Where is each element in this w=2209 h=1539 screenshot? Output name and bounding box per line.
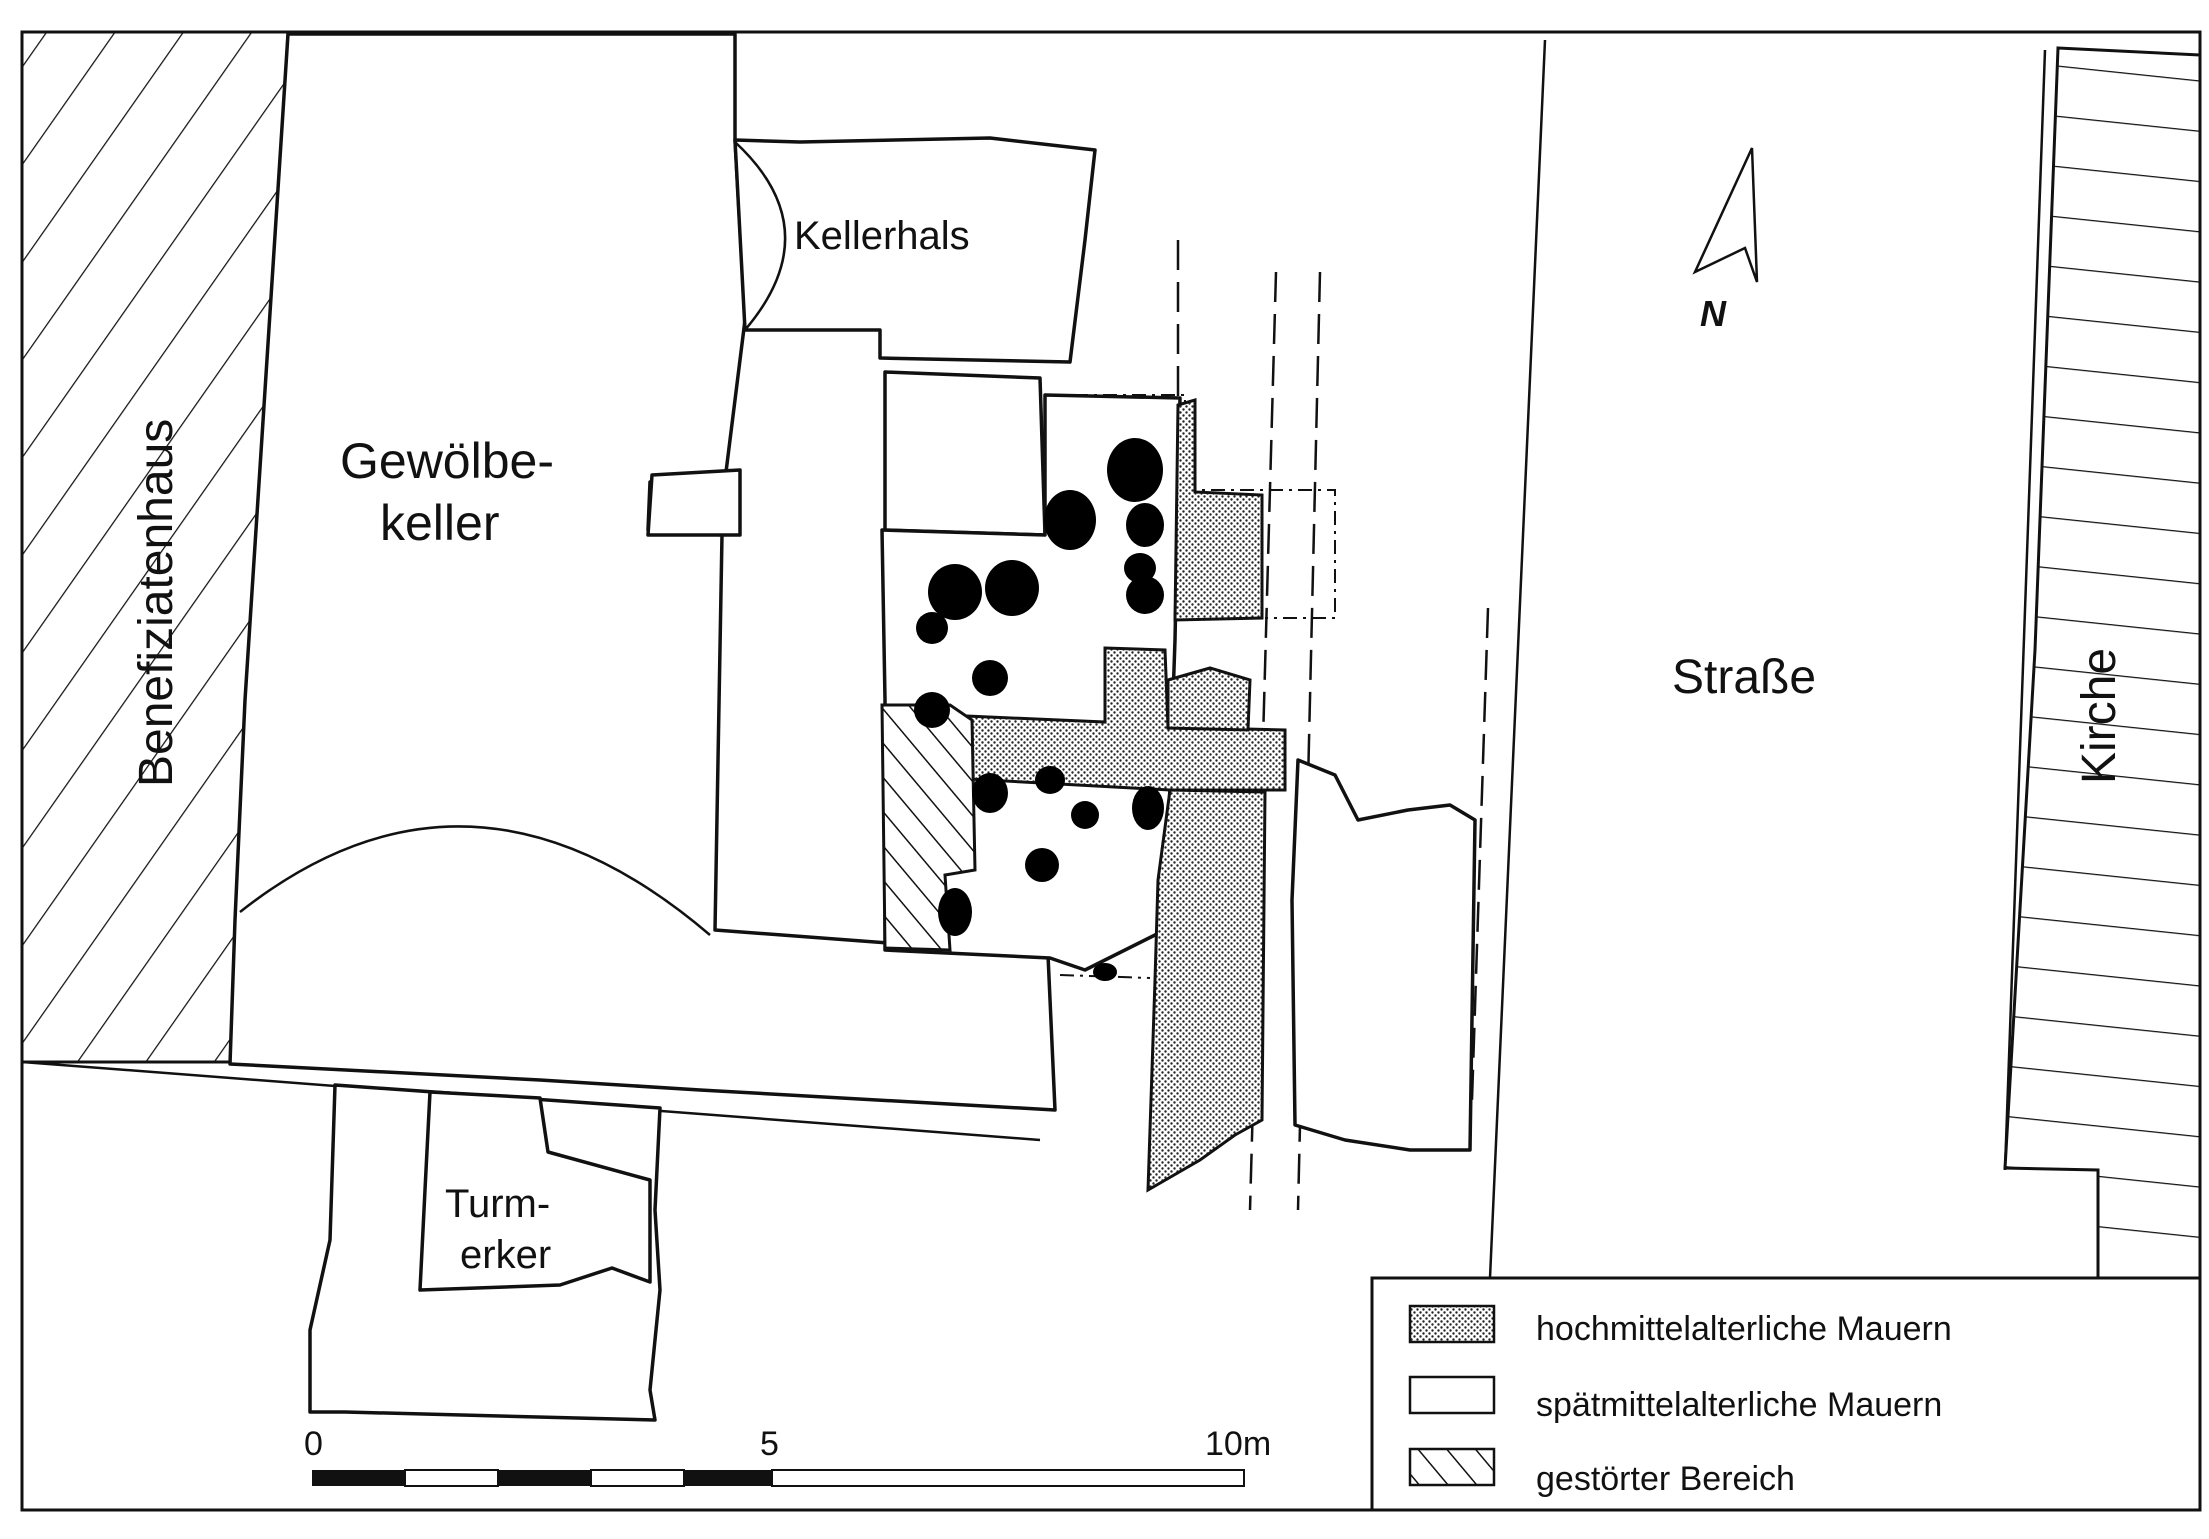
postholes [914,438,1164,981]
posthole [972,660,1008,696]
legend-swatch-hatch [1408,1447,1496,1487]
legend-label-1: hochmittelalterliche Mauern [1536,1310,1952,1348]
posthole [928,564,982,620]
north-arrow: N [1692,147,1759,334]
scale-bar: 0 5 10m [304,1425,1271,1487]
medieval-wall-long [1146,788,1267,1193]
label-gewoelbekeller-1: Gewölbe- [340,433,554,489]
posthole [1093,963,1117,981]
annex-small [646,468,742,537]
label-kellerhals: Kellerhals [794,214,970,258]
medieval-wall-knob [1166,666,1252,732]
scale-seg-3 [498,1470,591,1486]
scale-seg-5 [684,1470,772,1486]
posthole [1124,553,1156,583]
posthole [1107,438,1163,502]
posthole [1132,786,1164,830]
north-label: N [1700,293,1727,334]
label-turmerker-2: erker [460,1233,551,1277]
medieval-wall-upper [1173,397,1264,622]
turmerker-inner [418,1090,652,1292]
posthole [1035,766,1065,794]
scale-seg-6 [771,1469,1245,1487]
legend-label-3: gestörter Bereich [1536,1460,1795,1498]
room-east [1290,758,1477,1152]
street-edge-west [1488,39,1547,1279]
legend-label-2: spätmittelalterliche Mauern [1536,1386,1942,1424]
kirche-building [2003,46,2200,1282]
label-kirche: Kirche [2073,648,2126,784]
north-arrow-shape [1692,147,1759,283]
room-upper-middle [883,370,1047,537]
scale-seg-1 [312,1470,405,1486]
scale-seg-2 [404,1469,499,1487]
scale-tick-5: 5 [760,1425,779,1463]
excavation-outline-1 [1045,394,1336,619]
label-gewoelbekeller-2: keller [380,495,499,551]
street-edge-east [2003,49,2047,1171]
kellerhals-arc [734,141,787,331]
posthole [1126,576,1164,614]
posthole [1071,801,1099,829]
legend: hochmittelalterliche Mauern spätmittelal… [1370,1276,2202,1512]
label-strasse: Straße [1672,651,1816,704]
disturbed-area [880,703,977,952]
kellerhals-room [733,136,1097,364]
scale-seg-4 [590,1469,685,1487]
posthole [1044,490,1096,550]
posthole [914,692,950,728]
posthole [985,560,1039,616]
label-benefiziatenhaus: Benefiziatenhaus [130,419,183,787]
vault-arc [239,825,711,936]
posthole [916,612,948,644]
legend-swatch-stipple [1408,1304,1496,1344]
posthole [972,773,1008,813]
posthole [938,888,972,936]
legend-box [1370,1276,2202,1512]
scale-tick-10: 10m [1205,1425,1271,1463]
posthole [1025,848,1059,882]
label-turmerker-1: Turm- [445,1182,550,1226]
posthole [1126,503,1164,547]
scale-tick-0: 0 [304,1425,323,1463]
legend-swatch-empty [1408,1375,1496,1415]
